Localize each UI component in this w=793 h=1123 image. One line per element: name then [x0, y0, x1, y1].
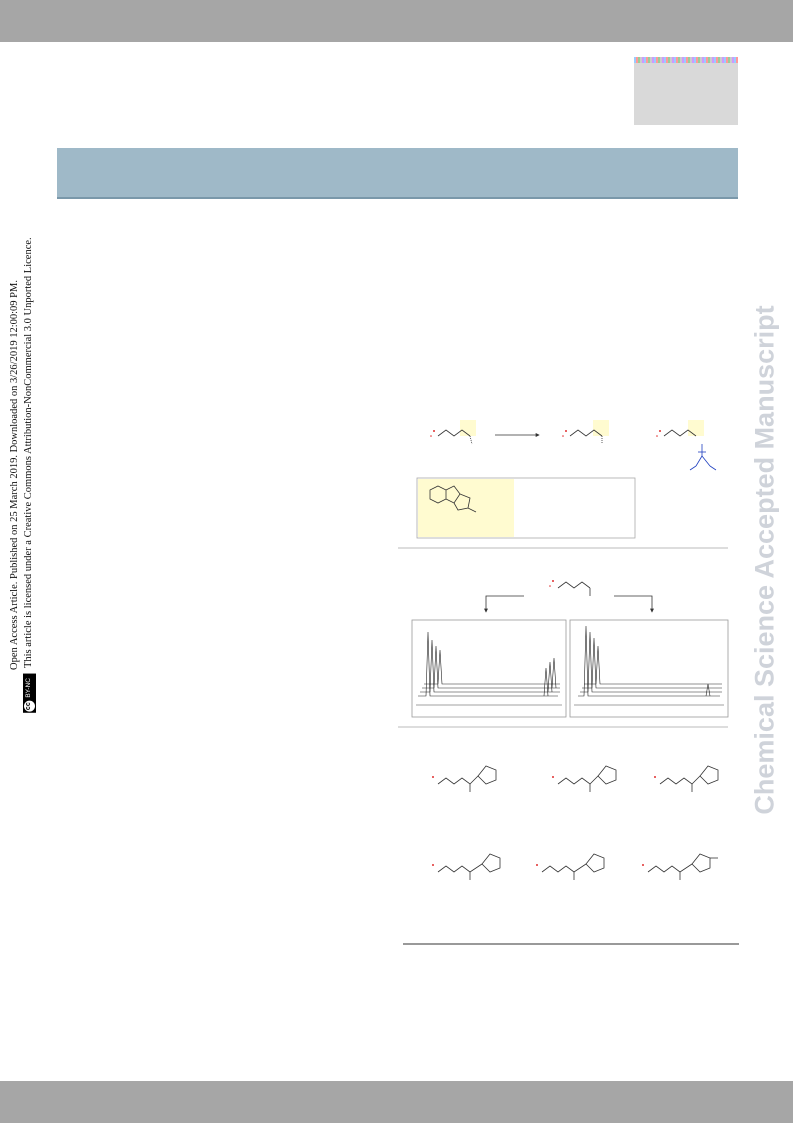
right-branch-arrow [614, 595, 654, 613]
accepted-manuscript-watermark: Chemical Science Accepted Manuscript [749, 305, 780, 815]
figure-bottom-rule [403, 943, 739, 945]
spectrum-panel-left [411, 619, 567, 718]
open-access-notice: Open Access Article. Published on 25 Mar… [8, 237, 36, 713]
license-line: cc BY-NC This article is licensed under … [22, 237, 36, 713]
top-bar [0, 0, 793, 42]
alkenyl-product-molecule [656, 420, 717, 471]
license-text: This article is licensed under a Creativ… [23, 237, 34, 669]
reaction-scheme-figure [398, 420, 729, 880]
central-molecule [549, 580, 591, 596]
cc-license-badge[interactable]: cc BY-NC [22, 674, 36, 713]
article-header-band [57, 148, 738, 197]
product-row-2 [432, 853, 718, 880]
cover-color-strip [634, 57, 738, 63]
published-line: Open Access Article. Published on 25 Mar… [9, 280, 20, 670]
left-branch-arrow [484, 595, 524, 613]
catalyst-box [416, 477, 636, 539]
product-row-1 [432, 765, 719, 792]
header-rule [57, 197, 738, 199]
by-nc-label: BY-NC [25, 678, 32, 698]
product-molecule [562, 420, 609, 444]
cc-icon: cc [23, 700, 35, 712]
journal-cover-thumbnail [634, 57, 738, 125]
bottom-bar [0, 1081, 793, 1123]
spectrum-panel-right [569, 619, 729, 718]
substrate-molecule [430, 420, 476, 445]
